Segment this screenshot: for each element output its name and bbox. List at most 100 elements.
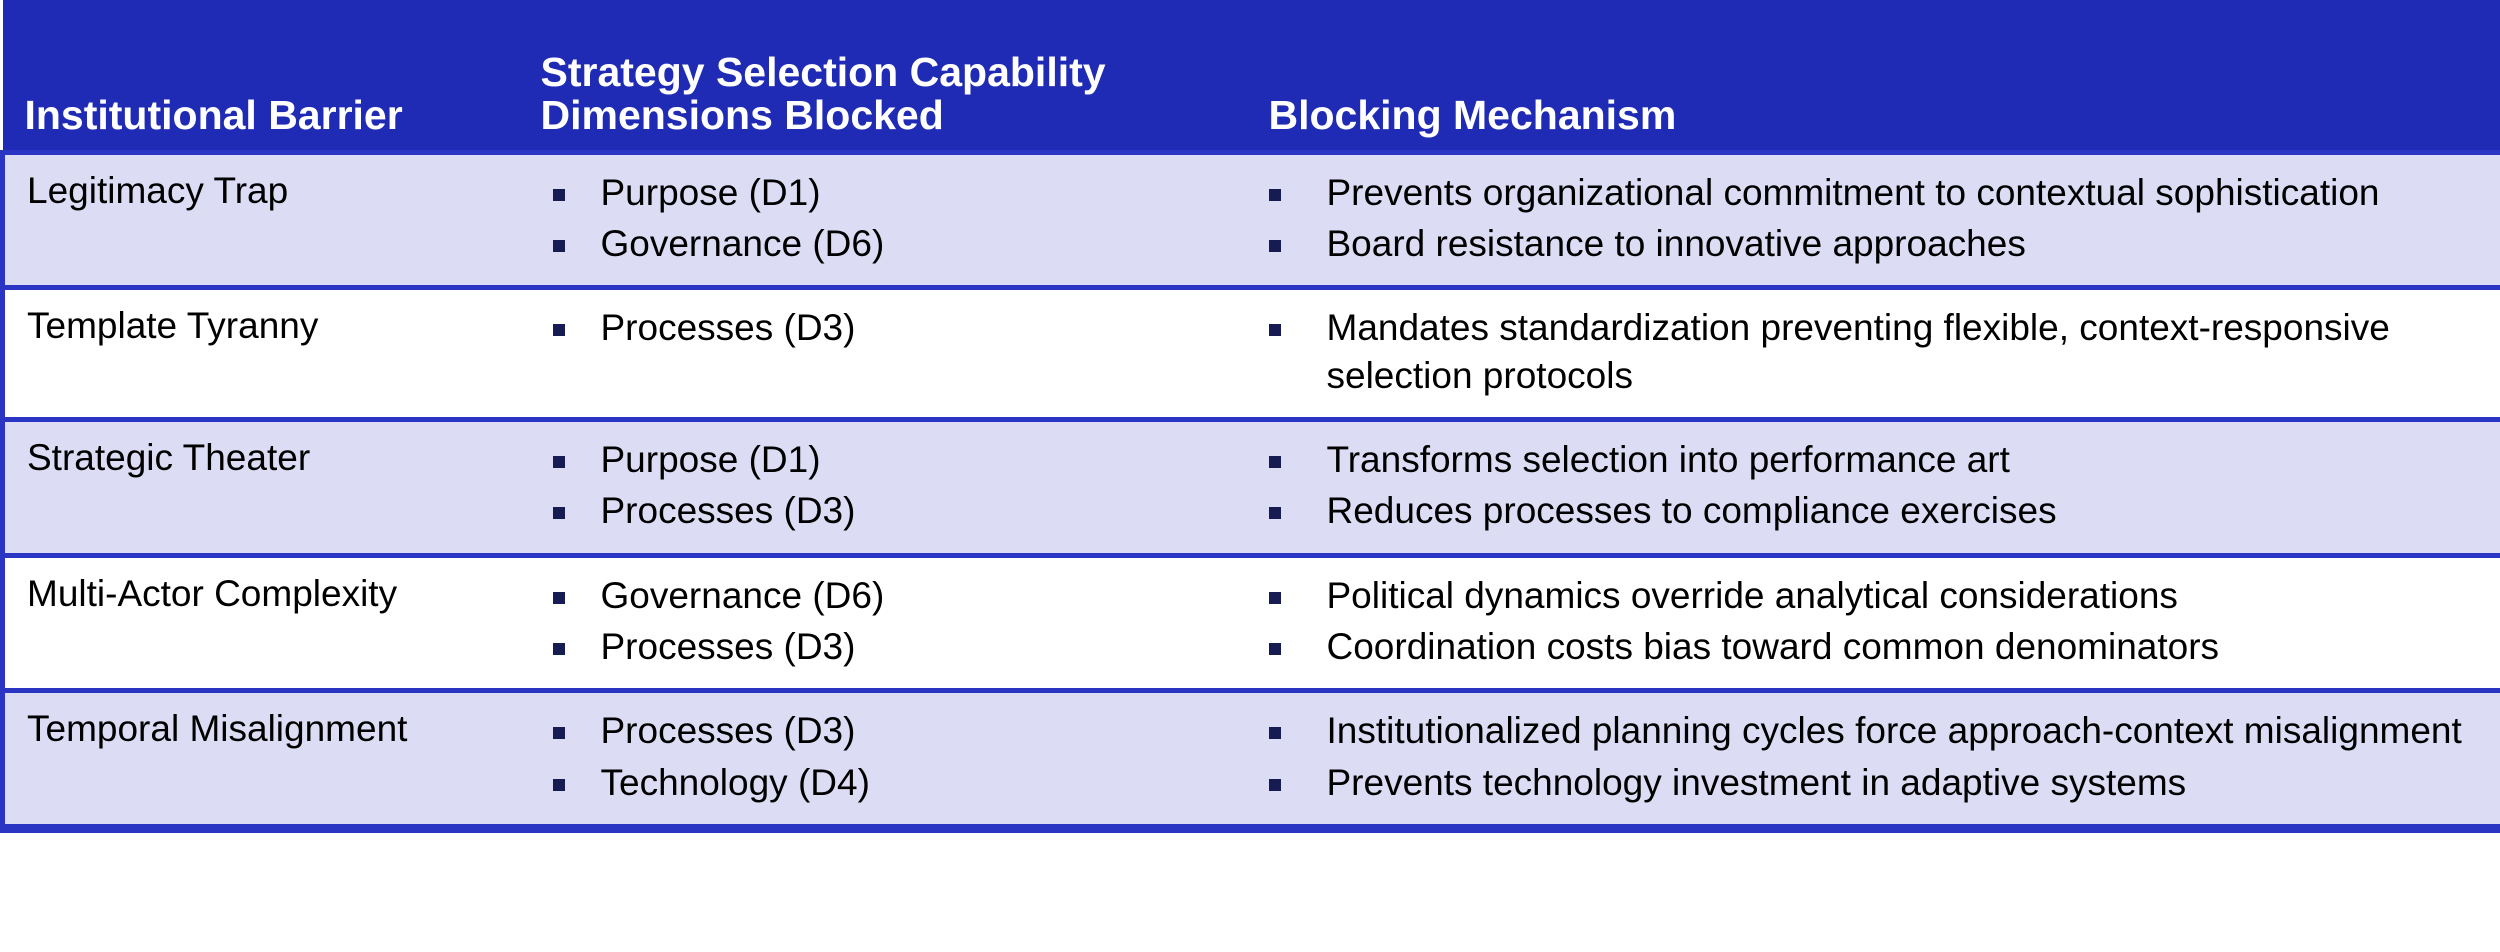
cell-institutional-barrier: Strategic Theater [0,416,533,558]
square-bullet-icon [1268,591,1281,604]
dimension-list-item: Processes (D3) [541,487,1233,534]
mechanism-list-item: Transforms selection into performance ar… [1268,436,2480,483]
mechanism-list-item: Institutionalized planning cycles force … [1268,707,2480,754]
mechanism-list-item: Prevents technology investment in adapti… [1268,759,2480,806]
square-bullet-icon [1268,188,1281,201]
square-bullet-icon [1268,727,1281,740]
dimension-label: Governance (D6) [600,574,885,616]
dimensions-list: Purpose (D1) Processes (D3) [541,436,1233,535]
dimension-list-item: Processes (D3) [541,304,1233,351]
table-row: Template Tyranny Processes (D3) Mandates s… [0,285,2500,422]
dimension-list-item: Processes (D3) [541,707,1233,754]
barrier-name: Temporal Misalignment [27,708,408,750]
dimension-list-item: Processes (D3) [541,623,1233,670]
square-bullet-icon [1268,455,1281,468]
dimension-list-item: Governance (D6) [541,572,1233,619]
square-bullet-icon [552,591,565,604]
mechanisms-list: Transforms selection into performance ar… [1268,436,2480,535]
table-row: Multi-Actor Complexity Governance (D6) Pro… [0,552,2500,694]
mechanisms-list: Political dynamics override analytical c… [1268,572,2480,671]
dimensions-list: Governance (D6) Processes (D3) [541,572,1233,671]
mechanism-list-item: Prevents organizational commitment to co… [1268,169,2480,216]
cell-dimensions-blocked: Processes (D3) [532,285,1243,422]
cell-institutional-barrier: Template Tyranny [0,285,533,422]
dimensions-list: Purpose (D1) Governance (D6) [541,169,1233,268]
dimension-label: Processes (D3) [600,490,856,532]
barrier-name: Strategic Theater [27,436,311,478]
mechanism-label: Mandates standardization preventing flex… [1326,307,2390,396]
cell-dimensions-blocked: Processes (D3) Technology (D4) [532,688,1243,834]
cell-blocking-mechanism: Institutionalized planning cycles force … [1242,688,2500,834]
mechanism-label: Transforms selection into performance ar… [1326,438,2010,480]
cell-dimensions-blocked: Purpose (D1) Processes (D3) [532,416,1243,558]
dimension-label: Purpose (D1) [600,171,821,213]
dimensions-list: Processes (D3) [541,304,1233,351]
table-row: Temporal Misalignment Processes (D3) Techn… [0,688,2500,834]
cell-blocking-mechanism: Mandates standardization preventing flex… [1242,285,2500,422]
mechanism-list-item: Political dynamics override analytical c… [1268,572,2480,619]
mechanism-label: Prevents organizational commitment to co… [1326,171,2380,213]
dimension-list-item: Purpose (D1) [541,436,1233,483]
square-bullet-icon [1268,643,1281,656]
column-header-institutional-barrier-label: Institutional Barrier [24,92,403,139]
dimension-label: Processes (D3) [600,626,856,668]
column-header-blocking-mechanism-label: Blocking Mechanism [1268,92,1677,139]
cell-institutional-barrier: Temporal Misalignment [0,688,533,834]
mechanism-label: Board resistance to innovative approache… [1326,222,2026,264]
dimension-list-item: Technology (D4) [541,759,1233,806]
square-bullet-icon [1268,324,1281,337]
column-header-dimensions-line2: Dimensions Blocked [540,92,944,139]
table-header-row: Institutional Barrier Strategy Selection… [2,0,2500,152]
dimension-label: Processes (D3) [600,710,856,752]
table-header: Institutional Barrier Strategy Selection… [2,0,2500,152]
square-bullet-icon [552,507,565,520]
cell-dimensions-blocked: Purpose (D1) Governance (D6) [532,149,1243,291]
mechanism-list-item: Reduces processes to compliance exercise… [1268,487,2480,534]
square-bullet-icon [552,727,565,740]
mechanism-label: Political dynamics override analytical c… [1326,574,2178,616]
square-bullet-icon [552,643,565,656]
barrier-name: Multi-Actor Complexity [27,572,398,614]
square-bullet-icon [1268,778,1281,791]
column-header-blocking-mechanism: Blocking Mechanism [1242,0,2500,152]
cell-institutional-barrier: Multi-Actor Complexity [0,552,533,694]
mechanism-label: Prevents technology investment in adapti… [1326,761,2187,803]
institutional-barriers-table: Institutional Barrier Strategy Selection… [0,0,2500,834]
square-bullet-icon [552,239,565,252]
cell-dimensions-blocked: Governance (D6) Processes (D3) [532,552,1243,694]
cell-institutional-barrier: Legitimacy Trap [0,149,533,291]
dimension-list-item: Purpose (D1) [541,169,1233,216]
column-header-dimensions-line1: Strategy Selection Capability [540,49,1106,96]
barrier-name: Template Tyranny [27,305,319,347]
square-bullet-icon [552,778,565,791]
column-header-dimensions-blocked: Strategy Selection Capability Dimensions… [532,0,1243,152]
cell-blocking-mechanism: Transforms selection into performance ar… [1242,416,2500,558]
square-bullet-icon [1268,507,1281,520]
square-bullet-icon [552,188,565,201]
mechanisms-list: Institutionalized planning cycles force … [1268,707,2480,806]
dimension-label: Purpose (D1) [600,438,821,480]
mechanism-list-item: Coordination costs bias toward common de… [1268,623,2480,670]
dimension-label: Governance (D6) [600,222,885,264]
mechanism-label: Coordination costs bias toward common de… [1326,626,2220,668]
mechanism-label: Institutionalized planning cycles force … [1326,710,2462,752]
cell-blocking-mechanism: Prevents organizational commitment to co… [1242,149,2500,291]
table-row: Legitimacy Trap Purpose (D1) Governance (D… [0,149,2500,291]
mechanisms-list: Mandates standardization preventing flex… [1268,304,2480,399]
mechanism-list-item: Mandates standardization preventing flex… [1268,304,2480,399]
mechanism-label: Reduces processes to compliance exercise… [1326,490,2057,532]
dimension-label: Technology (D4) [600,761,870,803]
dimensions-list: Processes (D3) Technology (D4) [541,707,1233,806]
mechanism-list-item: Board resistance to innovative approache… [1268,220,2480,267]
square-bullet-icon [552,324,565,337]
square-bullet-icon [1268,239,1281,252]
dimension-list-item: Governance (D6) [541,220,1233,267]
barrier-name: Legitimacy Trap [27,169,289,211]
dimension-label: Processes (D3) [600,307,856,349]
mechanisms-list: Prevents organizational commitment to co… [1268,169,2480,268]
column-header-institutional-barrier: Institutional Barrier [2,0,533,152]
cell-blocking-mechanism: Political dynamics override analytical c… [1242,552,2500,694]
square-bullet-icon [552,455,565,468]
